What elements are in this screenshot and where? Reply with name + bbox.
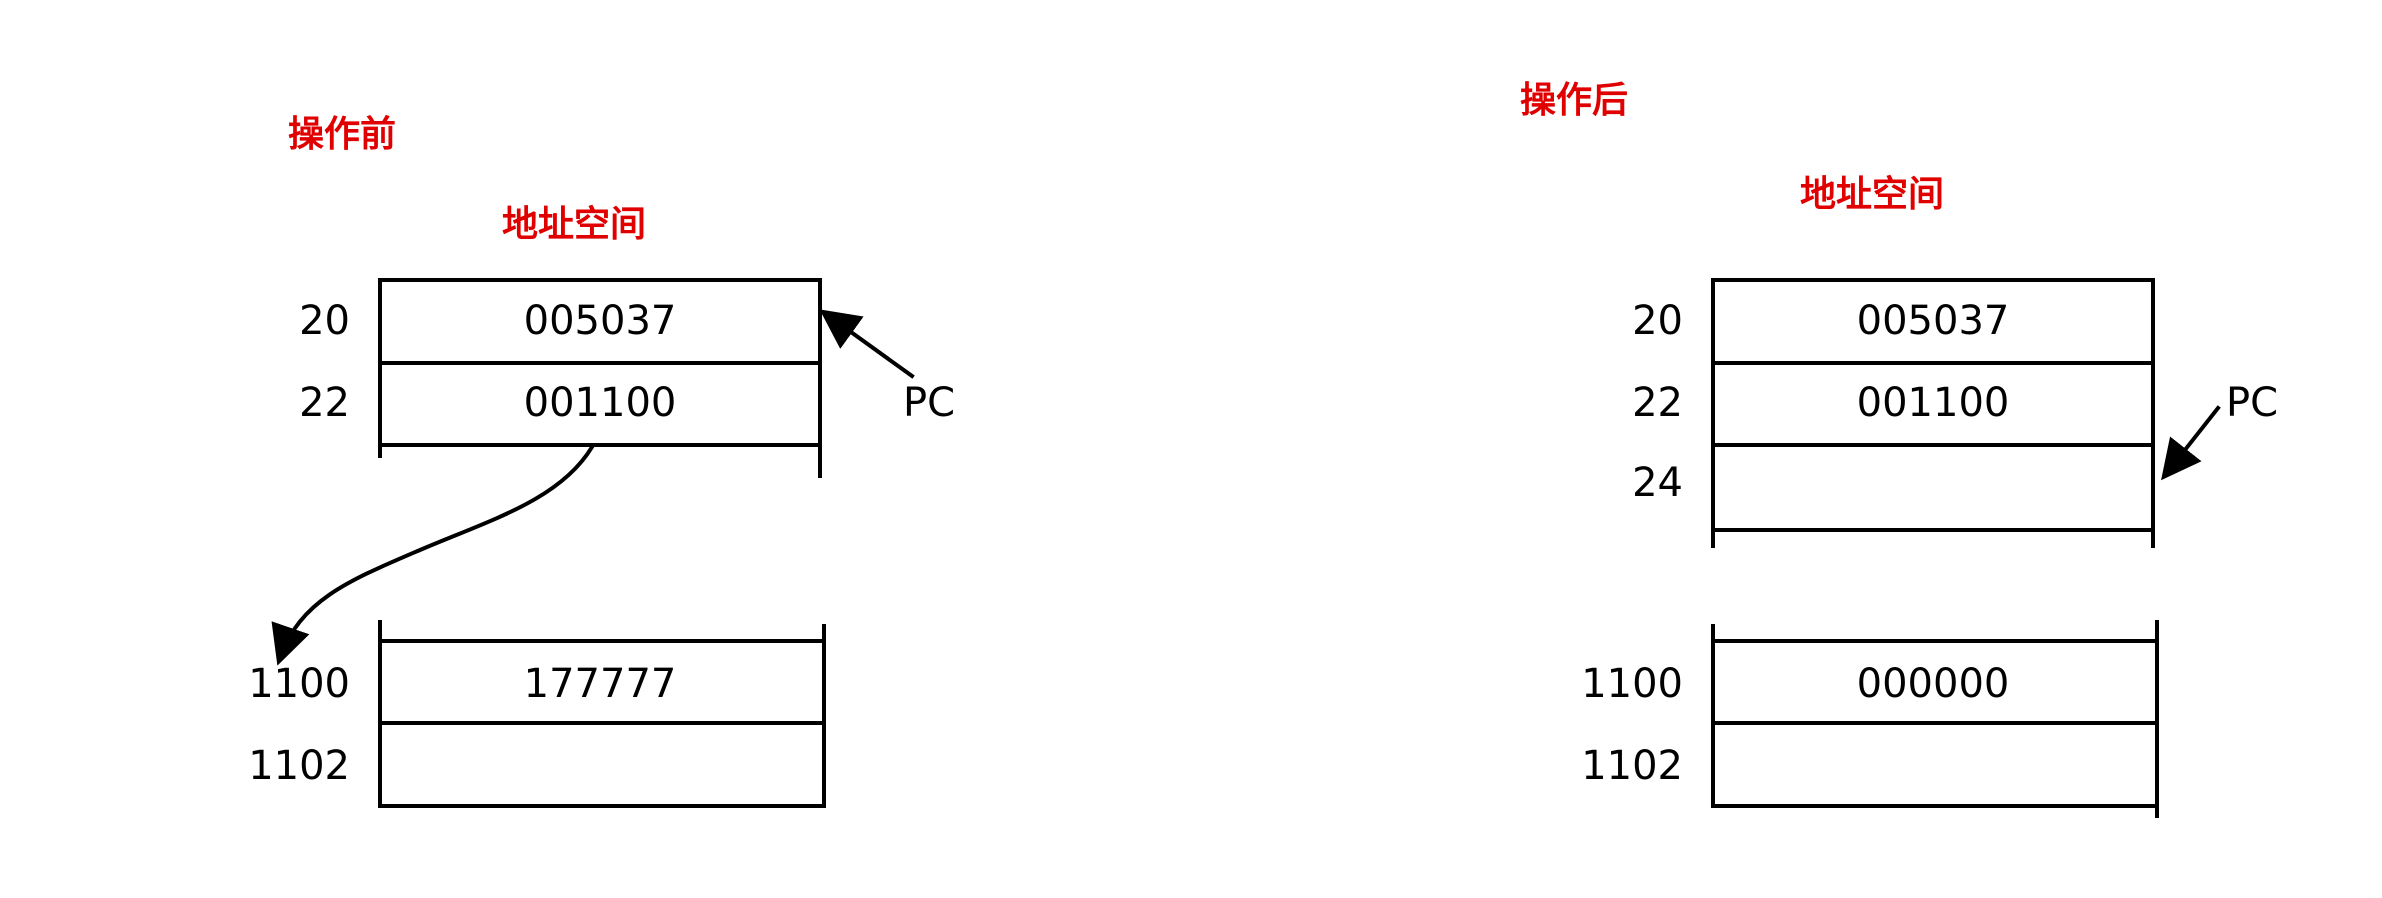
before-cell-value: 177777 bbox=[524, 661, 677, 707]
after-title: 操作后 bbox=[1520, 79, 1628, 121]
before-cell-value: 005037 bbox=[524, 298, 677, 344]
before-memory-block-bottom bbox=[378, 620, 826, 808]
before-pc-label: PC bbox=[903, 380, 955, 426]
after-pc-label: PC bbox=[2226, 380, 2278, 426]
after-cell-value: 001100 bbox=[1857, 380, 2010, 426]
after-pc-arrow bbox=[2161, 405, 2221, 481]
before-indirect-pointer-arrow bbox=[271, 444, 595, 666]
before-pc-arrow bbox=[819, 309, 915, 379]
after-panel: 操作后 地址空间 20 005037 22 001100 24 PC 1100 … bbox=[1520, 79, 2278, 818]
before-address-label: 1102 bbox=[248, 743, 350, 789]
before-cell-value: 001100 bbox=[524, 380, 677, 426]
after-cell-value: 000000 bbox=[1857, 661, 2010, 707]
after-address-label: 1102 bbox=[1581, 743, 1683, 789]
after-address-space-label: 地址空间 bbox=[1800, 173, 1944, 215]
after-memory-block-bottom bbox=[1711, 620, 2159, 818]
before-address-space-label: 地址空间 bbox=[502, 203, 646, 245]
before-address-label: 20 bbox=[299, 298, 350, 344]
before-panel: 操作前 地址空间 20 005037 22 001100 PC 1100 177… bbox=[248, 113, 955, 808]
before-address-label: 1100 bbox=[248, 661, 350, 707]
after-address-label: 24 bbox=[1632, 460, 1683, 506]
after-address-label: 22 bbox=[1632, 380, 1683, 426]
after-address-label: 20 bbox=[1632, 298, 1683, 344]
after-address-label: 1100 bbox=[1581, 661, 1683, 707]
before-title: 操作前 bbox=[288, 113, 396, 155]
after-memory-block-top bbox=[1711, 278, 2155, 548]
before-address-label: 22 bbox=[299, 380, 350, 426]
after-cell-value: 005037 bbox=[1857, 298, 2010, 344]
